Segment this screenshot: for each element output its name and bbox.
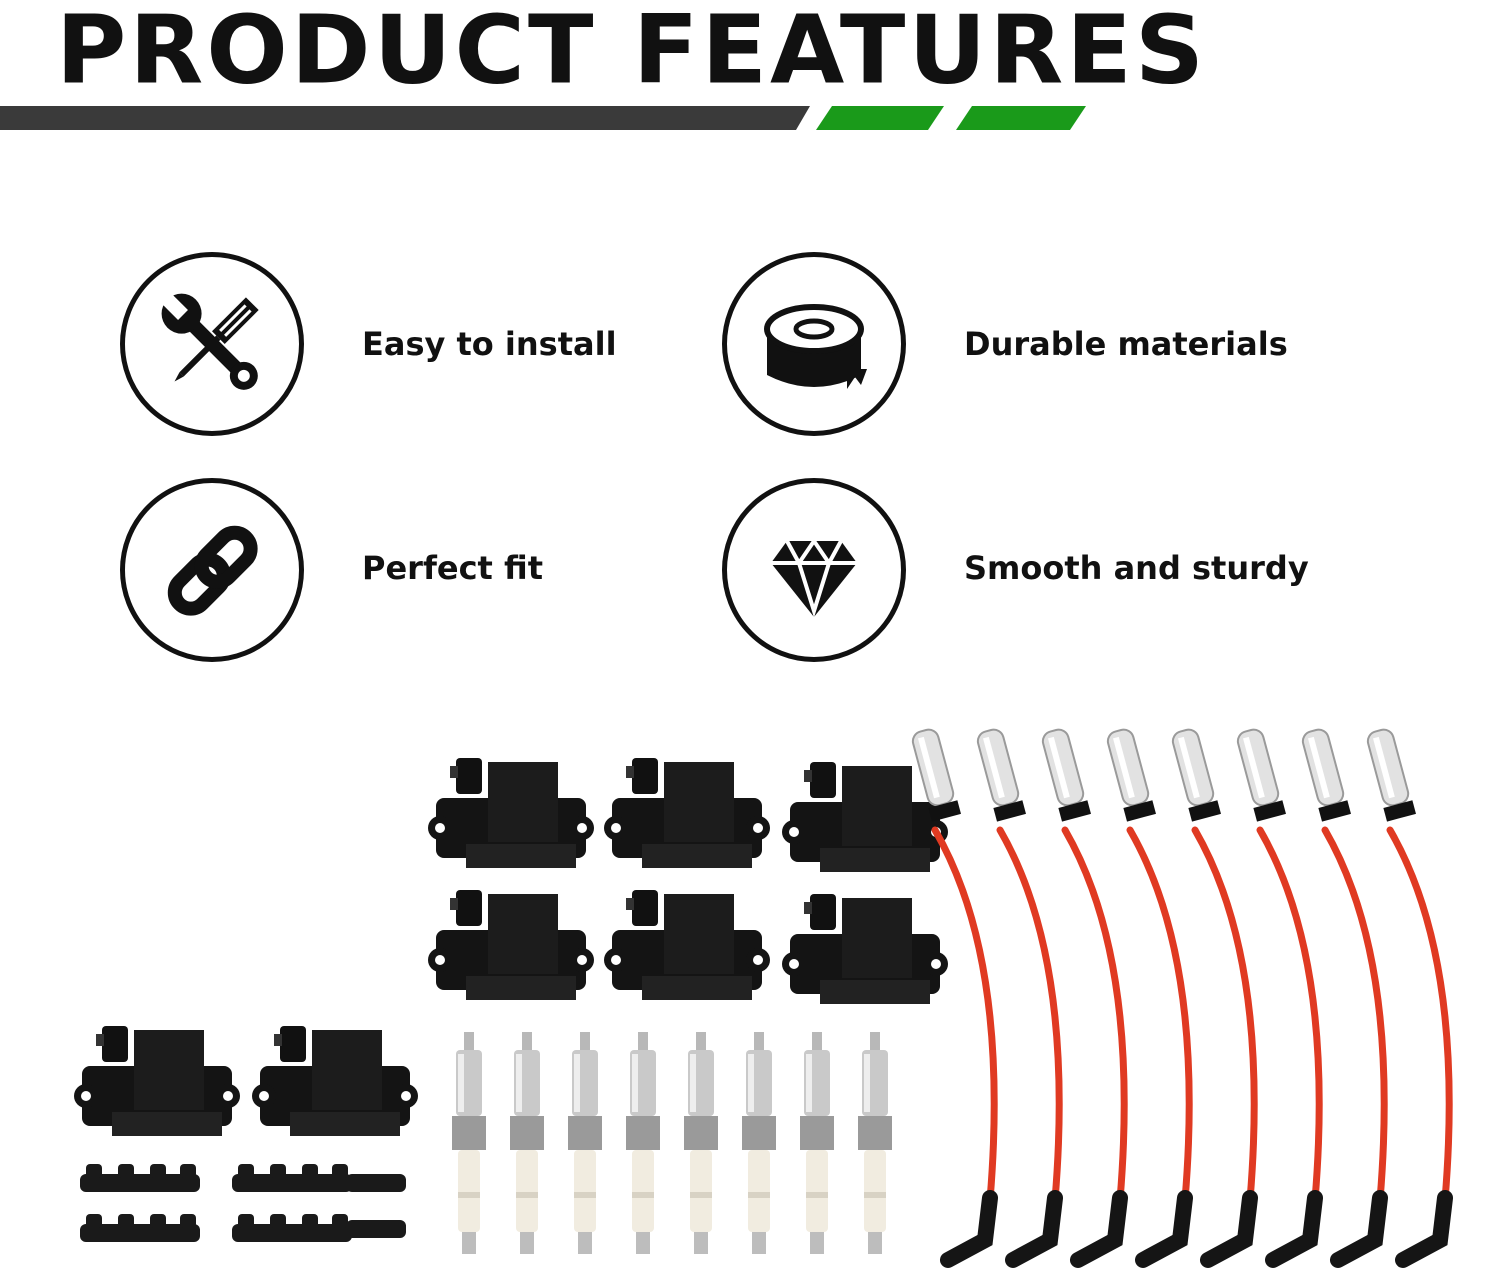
- page-title: PRODUCT FEATURES: [56, 0, 1207, 105]
- feature-smooth-sturdy: [722, 478, 906, 662]
- tape-roll-icon: [764, 304, 867, 389]
- feature-label: Easy to install: [362, 325, 617, 363]
- product-photo: [74, 725, 1453, 1268]
- feature-label: Smooth and sturdy: [964, 549, 1309, 587]
- feature-label: Durable materials: [964, 325, 1288, 363]
- tools-icon: [161, 293, 259, 390]
- chain-link-icon: [167, 525, 258, 616]
- diamond-icon: [771, 537, 857, 618]
- feature-perfect-fit: [120, 478, 304, 662]
- feature-durable: [722, 252, 906, 436]
- title-underline-bar: [0, 106, 1086, 130]
- feature-easy-install: [120, 252, 304, 436]
- feature-label: Perfect fit: [362, 549, 543, 587]
